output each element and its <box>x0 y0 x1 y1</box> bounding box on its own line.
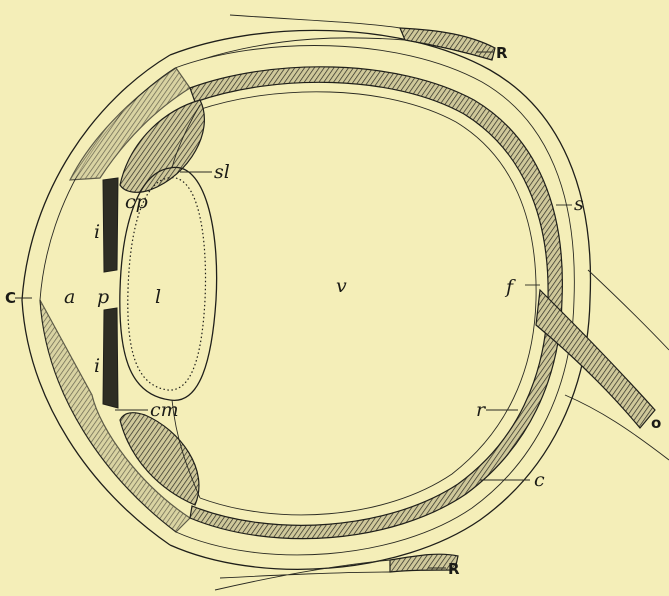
label-i-lower: i <box>94 355 100 377</box>
label-c: c <box>534 469 545 491</box>
label-R-top: R <box>496 44 508 62</box>
label-cp: cp <box>125 191 148 213</box>
label-sl: sl <box>214 161 230 183</box>
label-a: a <box>64 286 75 308</box>
label-f: f <box>504 276 516 298</box>
label-v: v <box>336 275 347 297</box>
sclera-inner <box>175 46 574 555</box>
sclera-outer <box>170 30 590 569</box>
label-p: p <box>97 286 109 308</box>
label-R-bottom: R <box>448 560 460 578</box>
label-l: l <box>155 286 161 308</box>
optic-nerve-sheath-upper <box>588 270 669 350</box>
choroid-band <box>190 67 562 539</box>
label-i-upper: i <box>94 221 100 243</box>
iris-upper <box>103 178 118 272</box>
label-s: s <box>574 193 584 215</box>
label-o: o <box>651 414 661 432</box>
label-cm: cm <box>150 399 179 421</box>
rectus-muscle-top <box>400 28 495 60</box>
iris-lower <box>103 308 118 408</box>
label-C: C <box>5 289 16 307</box>
retina-line <box>198 92 536 515</box>
label-r: r <box>476 399 487 421</box>
